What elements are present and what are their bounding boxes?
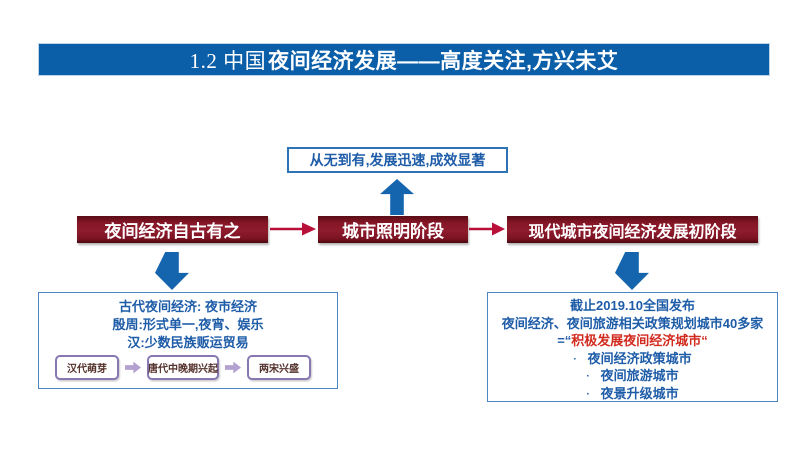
- bullet-text: 夜景升级城市: [600, 385, 679, 401]
- policy-equation-line: =“积极发展夜间经济城市“: [488, 332, 777, 350]
- timeline-label: 唐代中晚期兴起: [148, 364, 218, 375]
- policy-bullet: · 夜间旅游城市: [488, 367, 777, 385]
- timeline-arrow-icon: [225, 361, 241, 374]
- flow-arrow-icon: [469, 222, 505, 236]
- down-arrow-icon: [155, 252, 189, 290]
- ancient-economy-panel: 古代夜间经济: 夜市经济 殷周:形式单一,夜宵、娱乐 汉:少数民族贩运贸易 汉代…: [38, 292, 338, 389]
- bullet-text: 夜间旅游城市: [600, 368, 679, 383]
- down-arrow-icon: [615, 252, 649, 290]
- policy-bullet: · 夜景升级城市: [488, 385, 777, 403]
- bullet-text: 夜间经济政策城市: [587, 350, 692, 366]
- timeline-label: 汉代萌芽: [67, 364, 107, 375]
- timeline-box-song: 两宋兴盛: [247, 355, 311, 380]
- stage-label: 现代城市夜间经济发展初阶段: [528, 223, 737, 241]
- ancient-line: 汉:少数民族贩运贸易: [127, 335, 249, 350]
- timeline-label: 两宋兴盛: [259, 364, 299, 375]
- modern-policy-panel: 截止2019.10全国发布 夜间经济、夜间旅游相关政策规划城市40多家 =“积极…: [487, 292, 778, 402]
- stage-label: 城市照明阶段: [342, 222, 444, 241]
- ancient-line: 古代夜间经济: 夜市经济: [119, 299, 257, 314]
- equation-prefix: =“: [557, 333, 572, 348]
- bullet-icon: ·: [573, 352, 578, 365]
- bullet-icon: ·: [586, 369, 591, 382]
- title-banner: 1.2 中国 夜间经济发展——高度关注,方兴未艾: [38, 43, 770, 76]
- stage-box-ancient: 夜间经济自古有之: [77, 216, 268, 243]
- policy-bullet: · 夜间经济政策城市: [488, 350, 777, 368]
- policy-line: 截止2019.10全国发布: [570, 298, 695, 313]
- stage-label: 夜间经济自古有之: [104, 222, 241, 241]
- title-text: 夜间经济发展——高度关注,方兴未艾: [268, 49, 619, 73]
- summary-callout-text: 从无到有,发展迅速,成效显著: [309, 152, 486, 168]
- title-prefix: 1.2 中国: [189, 48, 267, 73]
- dynasty-timeline: 汉代萌芽 唐代中晚期兴起 两宋兴盛: [39, 355, 337, 380]
- up-arrow-icon: [380, 179, 414, 215]
- stage-box-modern: 现代城市夜间经济发展初阶段: [507, 216, 758, 243]
- summary-callout-box: 从无到有,发展迅速,成效显著: [287, 147, 508, 173]
- equation-highlight: 积极发展夜间经济城市“: [571, 333, 708, 348]
- stage-box-lighting: 城市照明阶段: [318, 216, 468, 243]
- timeline-box-han: 汉代萌芽: [55, 355, 119, 380]
- timeline-box-tang: 唐代中晚期兴起: [147, 355, 219, 380]
- flow-arrow-icon: [270, 222, 316, 236]
- timeline-arrow-icon: [125, 361, 141, 374]
- ancient-line: 殷周:形式单一,夜宵、娱乐: [112, 317, 264, 332]
- policy-line: 夜间经济、夜间旅游相关政策规划城市40多家: [501, 315, 764, 331]
- bullet-icon: ·: [586, 387, 591, 400]
